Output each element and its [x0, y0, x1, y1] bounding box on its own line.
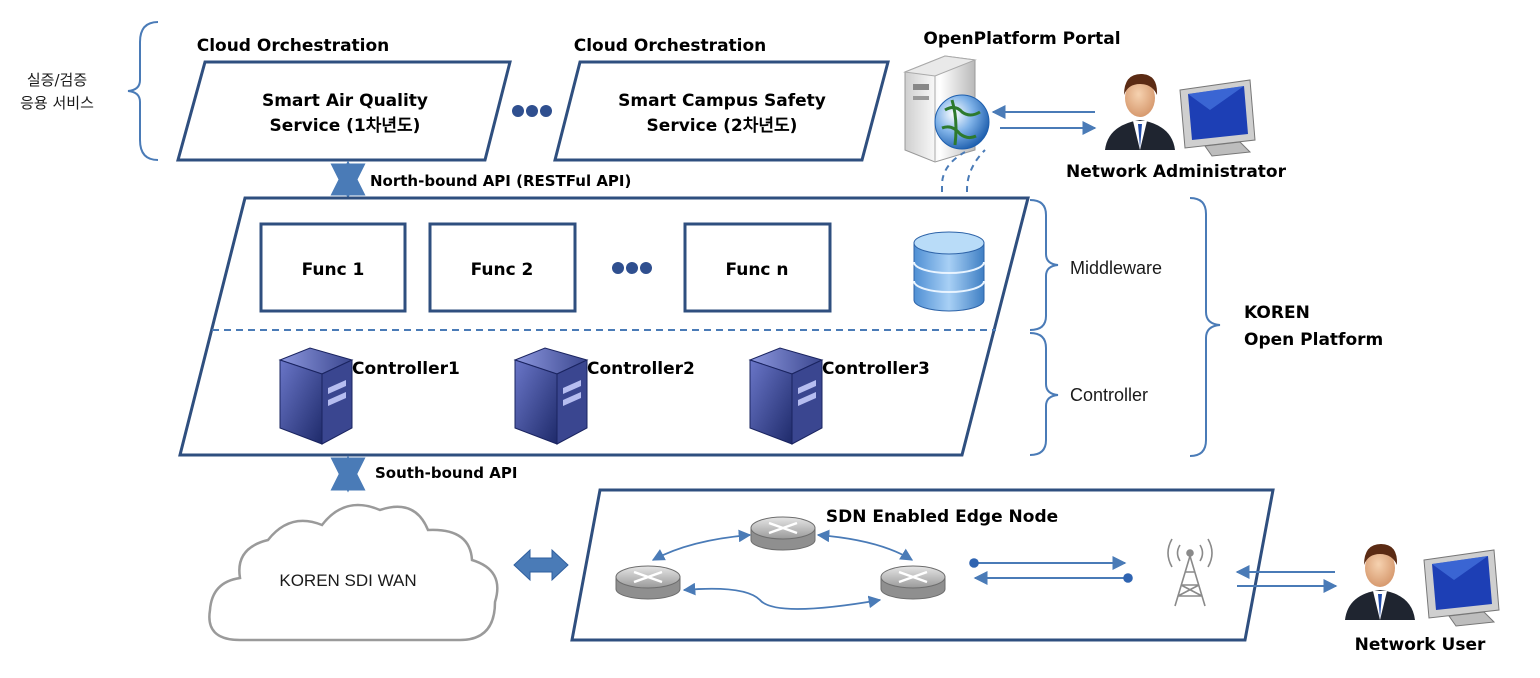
service-air-quality-line2: Service (1차년도)	[270, 116, 421, 136]
north-api-label: North-bound API (RESTFul API)	[370, 172, 631, 190]
database-icon	[913, 231, 985, 312]
monitor-icon	[1423, 549, 1500, 627]
service-box-air-quality[interactable]	[176, 60, 512, 162]
south-api-label: South-bound API	[375, 464, 517, 482]
db-portal-link	[941, 149, 986, 225]
router-links	[651, 529, 914, 610]
server-tower-icon[interactable]	[513, 347, 589, 445]
cloud-orchestration-title-1: Cloud Orchestration	[197, 36, 390, 56]
platform-label-line2: Open Platform	[1244, 330, 1383, 350]
service-campus-safety-line1: Smart Campus Safety	[618, 91, 826, 111]
ellipsis-dots-services	[512, 105, 552, 117]
controllers-group: Controller1 Controller2 Controller3	[278, 347, 930, 445]
edge-node-title: SDN Enabled Edge Node	[826, 507, 1058, 527]
monitor-icon	[1179, 79, 1256, 157]
server-tower-icon[interactable]	[278, 347, 354, 445]
person-icon	[1105, 74, 1175, 150]
router-icon[interactable]	[880, 565, 946, 600]
controller-label-3: Controller3	[822, 359, 930, 379]
user-label: Network User	[1355, 635, 1486, 655]
func-box-n[interactable]	[683, 222, 832, 313]
antenna-tower-icon	[1167, 538, 1213, 607]
func-label-2: Func 2	[471, 260, 534, 280]
portal-title: OpenPlatform Portal	[923, 29, 1120, 49]
person-icon	[1345, 544, 1415, 620]
func-box-1[interactable]	[259, 222, 407, 313]
ellipsis-dots-funcs	[612, 262, 652, 274]
func-box-2[interactable]	[428, 222, 577, 313]
middleware-brace	[1029, 199, 1059, 331]
controller-label-1: Controller1	[352, 359, 460, 379]
service-campus-safety-line2: Service (2차년도)	[647, 116, 798, 136]
server-tower-icon[interactable]	[748, 347, 824, 445]
admin-label: Network Administrator	[1066, 162, 1287, 182]
cloud-orchestration-title-2: Cloud Orchestration	[574, 36, 767, 56]
platform-brace	[1189, 197, 1221, 457]
service-air-quality-line1: Smart Air Quality	[262, 91, 428, 111]
service-label-line1: 실증/검증	[27, 71, 87, 89]
wan-label: KOREN SDI WAN	[279, 571, 416, 590]
router-icon[interactable]	[750, 516, 816, 551]
controller-layer-label: Controller	[1070, 385, 1148, 405]
server-globe-icon[interactable]	[903, 55, 990, 163]
controller-label-2: Controller2	[587, 359, 695, 379]
func-label-1: Func 1	[302, 260, 365, 280]
routers-group	[615, 516, 946, 600]
controller-brace	[1029, 332, 1059, 456]
wan-edge-double-arrow	[513, 548, 569, 582]
middleware-label: Middleware	[1070, 258, 1162, 278]
service-label-line2: 응용 서비스	[20, 94, 94, 112]
func-label-n: Func n	[725, 260, 788, 280]
router-icon[interactable]	[615, 565, 681, 600]
service-brace	[127, 21, 159, 161]
platform-label-line1: KOREN	[1244, 303, 1310, 323]
service-box-campus-safety[interactable]	[553, 60, 890, 162]
cloud-shape	[208, 503, 499, 642]
